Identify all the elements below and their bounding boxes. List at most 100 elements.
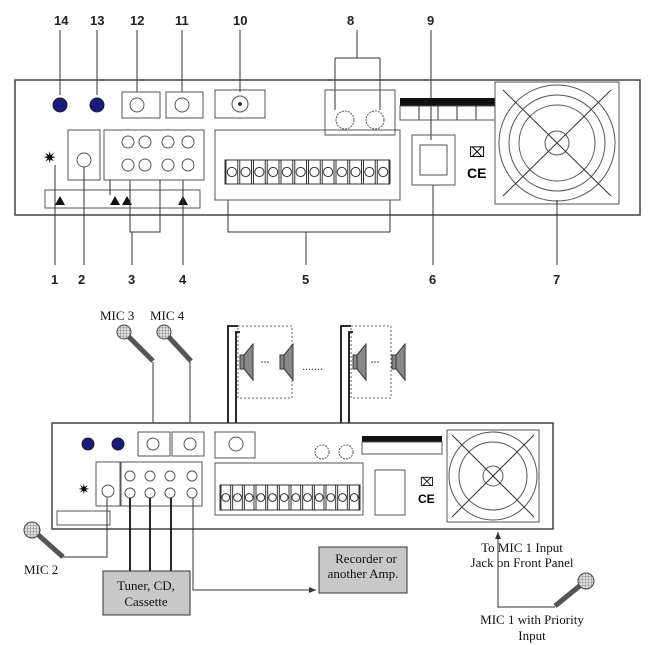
rear-panel — [51, 422, 554, 530]
terminal-screw — [221, 493, 231, 502]
mic1-label-line-2: Input — [518, 628, 546, 643]
callout-7: 7 — [553, 272, 560, 287]
terminal-screw — [323, 166, 334, 178]
speaker-terminal — [294, 159, 307, 185]
tuner-cd-cassette-box — [102, 570, 191, 616]
speaker-terminal — [325, 484, 337, 511]
terminal-screw — [295, 166, 306, 178]
terminal-screw — [326, 493, 336, 502]
cooling-fan-7 — [494, 81, 620, 205]
mic4-label: MIC 4 — [150, 308, 185, 323]
terminal-screw — [240, 166, 251, 178]
speaker-terminal — [267, 484, 278, 511]
jack-12[interactable] — [129, 97, 145, 113]
rotary-switch-8b[interactable] — [365, 110, 385, 130]
speaker-terminal — [232, 484, 243, 511]
speaker-terminal — [335, 159, 349, 185]
bnc-connector-10[interactable] — [231, 95, 249, 113]
speaker-ellipsis: ....... — [302, 359, 323, 373]
speaker-terminal — [376, 159, 390, 185]
callout-11: 11 — [175, 13, 189, 28]
callout-9: 9 — [427, 13, 434, 28]
speaker-terminal-block-5 — [224, 159, 391, 185]
weee-icon: ⌧ — [469, 146, 485, 161]
speaker-icon — [352, 342, 367, 382]
speaker-terminal — [253, 159, 266, 185]
callout-8: 8 — [347, 13, 354, 28]
speaker-gap-dots — [261, 361, 379, 363]
terminal-screw — [303, 493, 312, 502]
terminal-screw — [256, 493, 266, 502]
terminal-screw — [314, 493, 324, 502]
callout-1: 1 — [51, 272, 58, 287]
speaker-terminal — [337, 484, 348, 511]
recorder-line-1: Recorder or — [335, 551, 397, 566]
speaker-terminal — [363, 159, 376, 185]
mic3-icon — [116, 324, 155, 363]
wiring-diagram: MIC 3 MIC 4 ....... ✷ ⌧ — [23, 308, 595, 643]
jack-11[interactable] — [174, 97, 190, 113]
terminal-screw — [254, 166, 265, 178]
speaker-terminal — [243, 484, 255, 511]
speaker-terminal — [302, 484, 313, 511]
terminal-screw — [291, 493, 301, 502]
terminal-screw — [364, 166, 375, 178]
callout-4: 4 — [179, 272, 187, 287]
speaker-terminal — [321, 159, 335, 185]
mic1-label-line-1: MIC 1 with Priority — [480, 612, 584, 627]
callout-6: 6 — [429, 272, 436, 287]
mic3-label: MIC 3 — [100, 308, 134, 323]
terminal-screw — [281, 166, 292, 178]
terminal-screw — [309, 166, 320, 178]
callout-3: 3 — [128, 272, 135, 287]
terminal-screw — [268, 493, 277, 502]
callout-12: 12 — [130, 13, 144, 28]
speaker-terminal — [266, 159, 280, 185]
rotary-switch-8a[interactable] — [335, 110, 355, 130]
mic2-label: MIC 2 — [24, 562, 58, 577]
terminal-screw — [349, 493, 359, 502]
terminal-screw — [350, 166, 361, 178]
terminal-screw — [279, 493, 289, 502]
terminal-screw — [378, 166, 389, 178]
top-panel: 14 13 12 11 10 8 9 ✷ — [14, 13, 641, 287]
speaker-icon — [239, 342, 254, 382]
mic1-target-line-2: Jack on Front Panel — [471, 555, 574, 570]
ce-mark: CE — [467, 165, 486, 181]
mic2-icon — [23, 521, 65, 559]
svg-text:CE: CE — [418, 492, 435, 506]
fuse-label-header — [400, 98, 495, 106]
source-line-2: Cassette — [124, 594, 168, 609]
recorder-box — [318, 546, 408, 594]
caution-label — [44, 189, 201, 209]
mic1-target-line-1: To MIC 1 Input — [481, 540, 563, 555]
speaker-terminal — [239, 159, 252, 185]
terminal-screw — [336, 166, 347, 178]
recorder-line-2: another Amp. — [328, 566, 399, 581]
terminal-screw — [226, 166, 237, 178]
volume-knob-13[interactable] — [89, 97, 105, 113]
callout-5: 5 — [302, 272, 309, 287]
terminal-screw — [233, 493, 242, 502]
source-line-1: Tuner, CD, — [117, 578, 175, 593]
mic4-icon — [156, 324, 193, 363]
speaker-terminal — [290, 484, 302, 511]
terminal-screw — [338, 493, 347, 502]
callout-13: 13 — [90, 13, 104, 28]
callout-10: 10 — [233, 13, 247, 28]
speaker-icon — [279, 342, 294, 382]
mic1-icon — [553, 572, 595, 608]
callout-14: 14 — [54, 13, 69, 28]
speaker-terminal — [225, 159, 239, 185]
callout-2: 2 — [78, 272, 85, 287]
rca-jacks-3-4 — [121, 135, 195, 172]
terminal-screw — [268, 166, 279, 178]
terminal-screw — [244, 493, 254, 502]
speaker-icon — [391, 342, 406, 382]
volume-knob-14[interactable] — [52, 97, 68, 113]
speaker-terminal — [308, 159, 321, 185]
svg-text:✷: ✷ — [78, 483, 90, 498]
speaker-terminal — [278, 484, 290, 511]
svg-text:⌧: ⌧ — [420, 475, 434, 489]
speaker-terminal — [220, 484, 232, 511]
